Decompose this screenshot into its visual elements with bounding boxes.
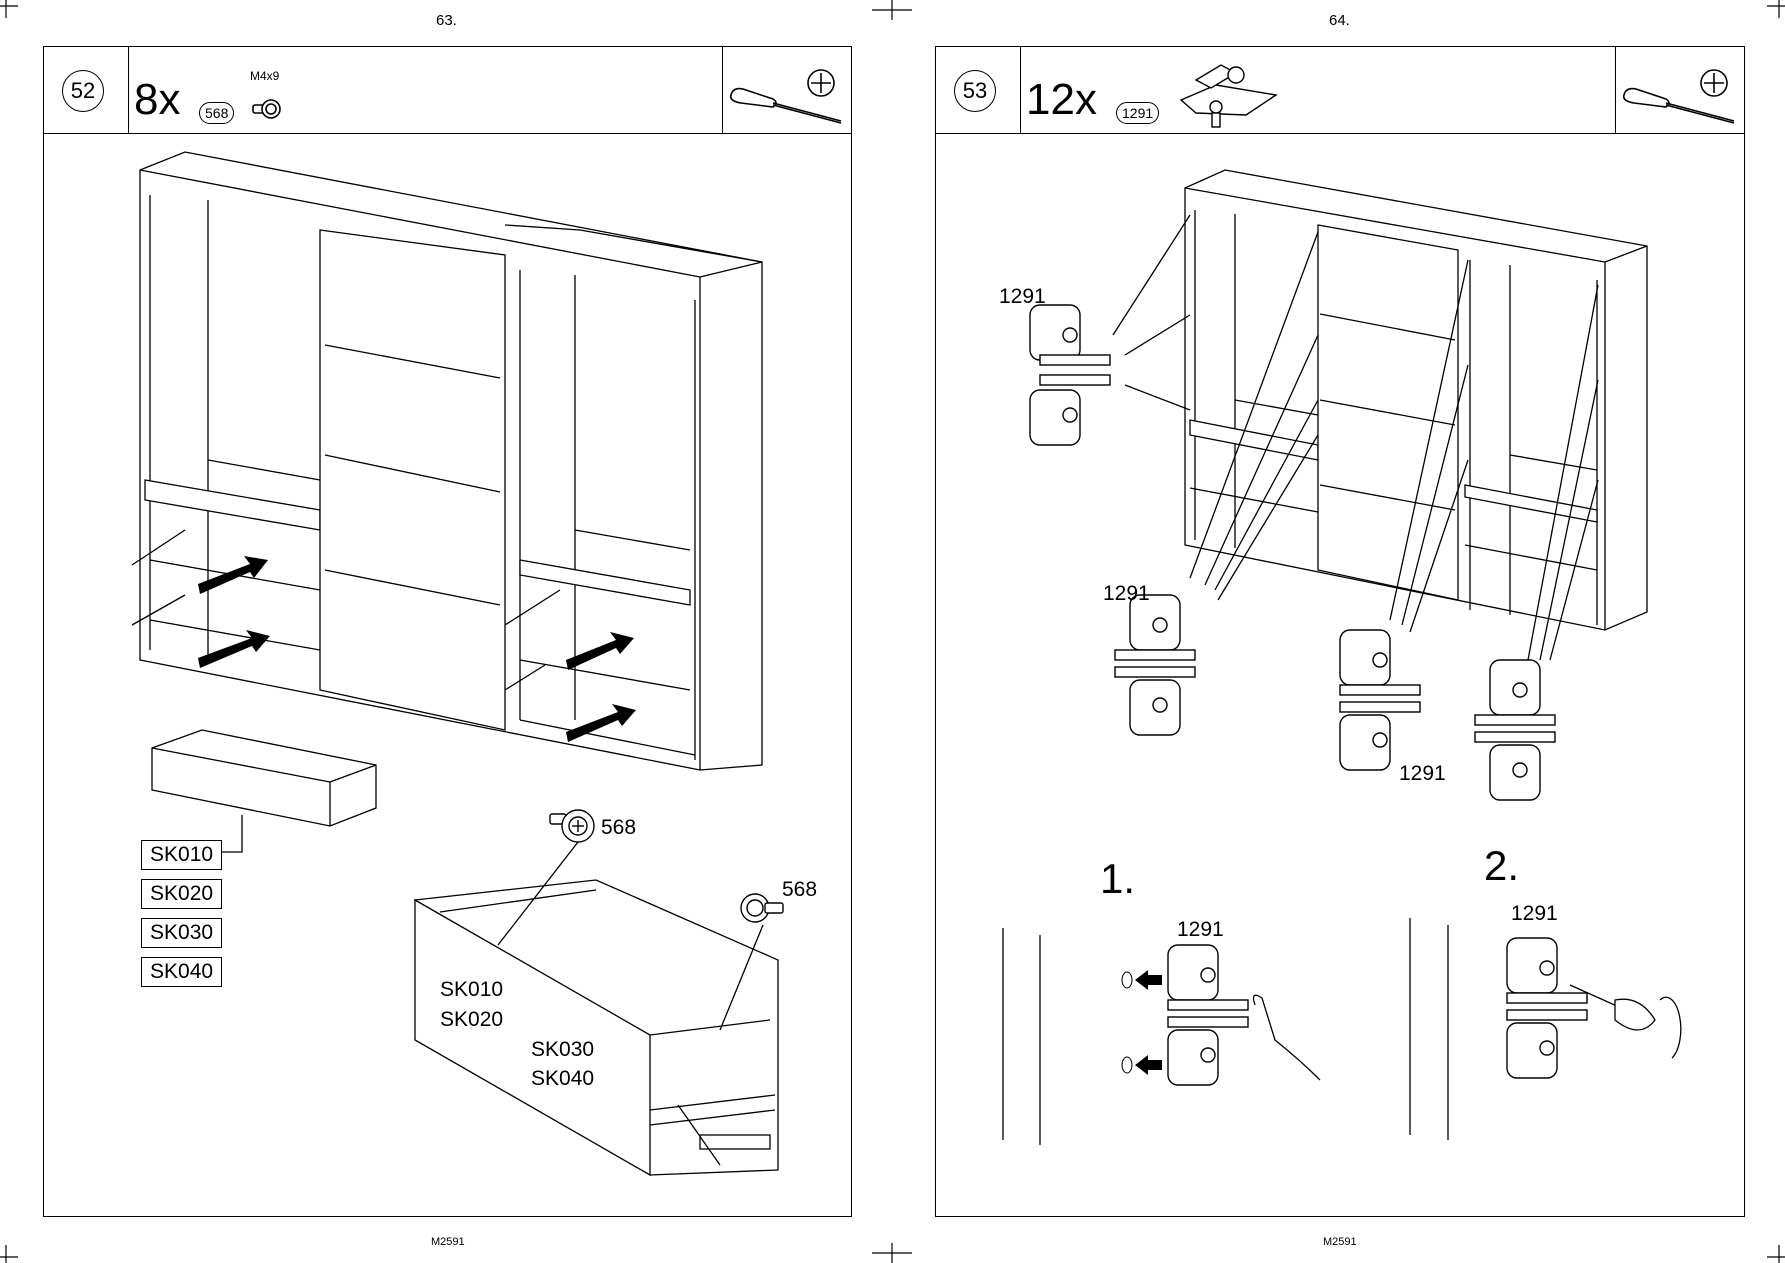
screwdriver-icon bbox=[729, 87, 842, 124]
tool-cell bbox=[1615, 47, 1744, 133]
detail-code-label: SK030 bbox=[531, 1038, 595, 1061]
page-number-right: 64. bbox=[1329, 12, 1350, 29]
rotate-arrow-icon bbox=[1659, 996, 1682, 1059]
step-number: 52 bbox=[62, 70, 104, 112]
hinge-plate-icon bbox=[1179, 64, 1278, 128]
screwdriver-icon bbox=[1622, 87, 1735, 124]
drawer-code-label: SK030 bbox=[141, 918, 223, 948]
drawer-code-label: SK040 bbox=[141, 957, 223, 987]
part-quantity: 8x bbox=[134, 75, 181, 124]
step-number: 53 bbox=[954, 70, 996, 112]
step-number-cell: 53 bbox=[936, 47, 1021, 133]
screw-icon bbox=[252, 99, 281, 119]
step-number-cell: 52 bbox=[44, 47, 129, 133]
hinge-plate-icon bbox=[1029, 304, 1588, 1086]
hinge-label: 1291 bbox=[1511, 902, 1558, 925]
screw-label-side: 568 bbox=[782, 878, 818, 901]
step-header: 52 8x 568 M4x9 bbox=[44, 47, 851, 134]
screw-label-top: 568 bbox=[601, 816, 637, 839]
part-reference: 568 bbox=[199, 102, 235, 124]
part-reference: 1291 bbox=[1116, 102, 1160, 124]
hinge-label: 1291 bbox=[1103, 582, 1150, 605]
page-number-left: 63. bbox=[436, 12, 457, 29]
footer-code-right: M2591 bbox=[1323, 1236, 1357, 1248]
substep-number: 2. bbox=[1484, 842, 1520, 889]
detail-code-label: SK040 bbox=[531, 1067, 595, 1090]
drawer-code-label: SK010 bbox=[141, 840, 223, 870]
hinge-label: 1291 bbox=[1399, 762, 1446, 785]
hand-icon bbox=[1252, 994, 1321, 1081]
substep-number: 1. bbox=[1100, 855, 1136, 902]
detail-code-label: SK010 bbox=[440, 978, 504, 1001]
hinge-label: 1291 bbox=[1177, 918, 1224, 941]
detail-code-label: SK020 bbox=[440, 1008, 504, 1031]
arrow-icon bbox=[1121, 970, 1162, 1075]
phillips-head-icon bbox=[1700, 69, 1728, 97]
hinge-label: 1291 bbox=[999, 285, 1046, 308]
tool-cell bbox=[722, 47, 851, 133]
part-quantity: 12x bbox=[1026, 75, 1097, 124]
step-header: 53 12x 1291 bbox=[936, 47, 1744, 134]
footer-code-left: M2591 bbox=[431, 1236, 465, 1248]
screw-size-label: M4x9 bbox=[250, 69, 280, 83]
phillips-head-icon bbox=[807, 69, 835, 97]
arrow-icon bbox=[198, 556, 636, 742]
drawer-code-label: SK020 bbox=[141, 879, 223, 909]
